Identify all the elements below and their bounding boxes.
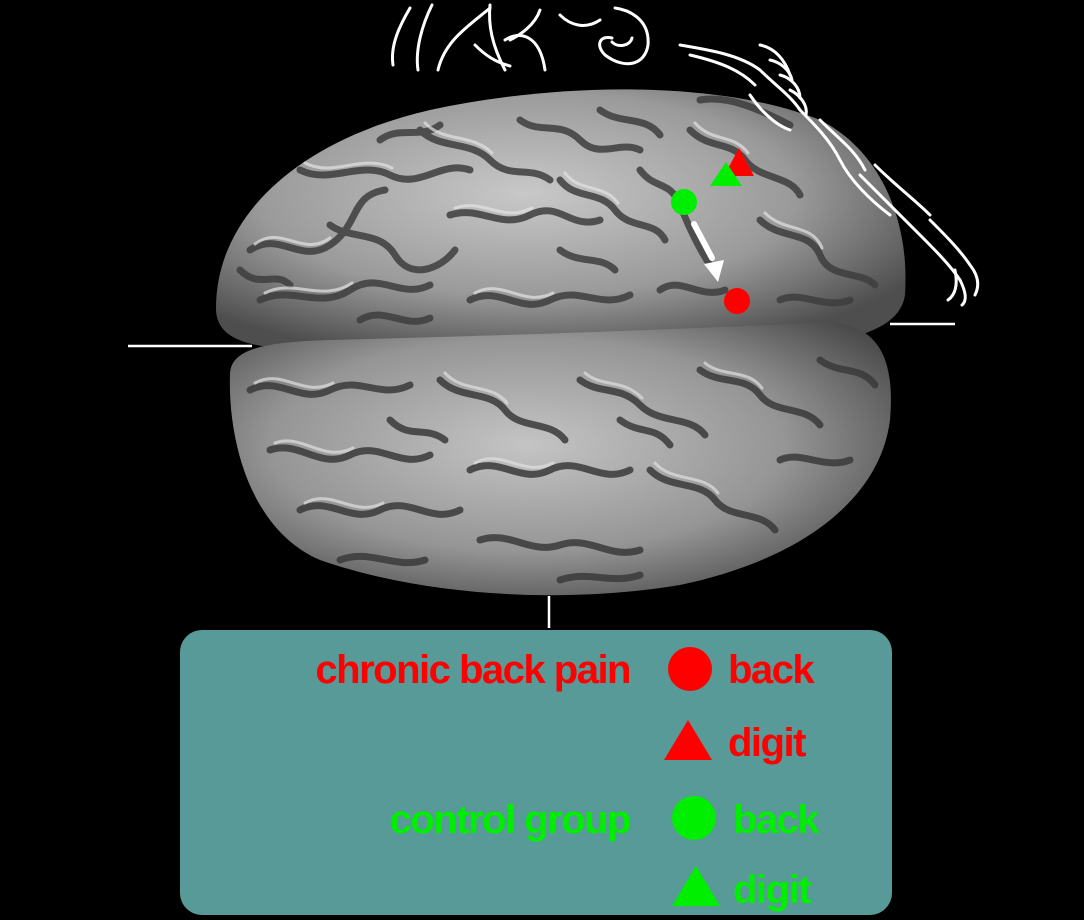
legend-marker-label-chronic-back: back bbox=[728, 650, 813, 690]
legend-box: chronic back pain back digit control gro… bbox=[180, 630, 892, 915]
legend-triangle-icon-chronic bbox=[664, 720, 712, 760]
legend-circle-icon-control bbox=[672, 796, 716, 840]
chronic-back-marker bbox=[724, 288, 750, 314]
legend-circle-icon-chronic bbox=[668, 647, 712, 691]
right-hemisphere bbox=[230, 322, 891, 595]
legend-marker-label-chronic-digit: digit bbox=[728, 723, 805, 763]
control-back-marker bbox=[671, 189, 697, 215]
legend-marker-label-control-digit: digit bbox=[733, 870, 810, 910]
legend-triangle-icon-control bbox=[672, 866, 720, 906]
left-hemisphere bbox=[216, 89, 906, 350]
legend-group-label-chronic: chronic back pain bbox=[315, 650, 630, 690]
legend-group-label-control: control group bbox=[390, 800, 630, 840]
legend-marker-label-control-back: back bbox=[733, 800, 818, 840]
